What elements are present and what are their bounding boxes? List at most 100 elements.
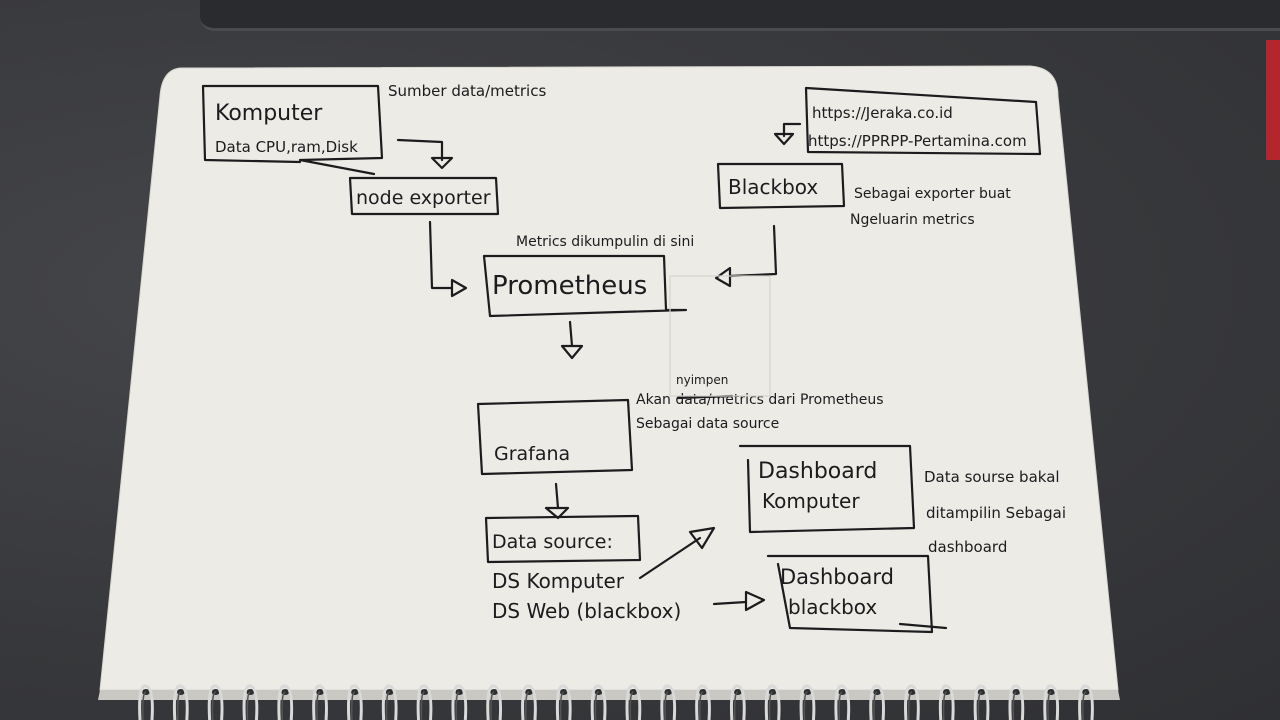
binding-coil	[416, 684, 433, 720]
binding-coil	[729, 684, 746, 720]
arrow-prometheus-grafana	[568, 320, 574, 348]
arrow-blackbox-prometheus	[728, 224, 778, 278]
paper-sheet	[99, 65, 1119, 691]
binding-coil-shadow	[699, 691, 704, 720]
binding-coil	[521, 684, 537, 720]
binding-coil-shadow	[455, 691, 460, 720]
binding-coil	[1008, 684, 1025, 720]
blackbox-label: Blackbox	[728, 175, 818, 199]
binding-coil	[486, 684, 503, 720]
blackbox-node: Blackbox	[716, 162, 846, 210]
binding-coil-shadow	[350, 691, 356, 720]
url-box-node: https://Jeraka.co.id https://PPRPP-Perta…	[804, 86, 1042, 156]
komputer-box	[201, 84, 384, 176]
dashboard-blackbox-node: Dashboard blackbox	[766, 554, 948, 634]
binding-coil-shadow	[246, 691, 251, 720]
binding-coil	[938, 684, 955, 720]
komputer-node: Komputer Data CPU,ram,Disk	[201, 84, 384, 176]
arrowhead-grafana	[560, 344, 584, 360]
binding-coil	[1043, 684, 1060, 720]
binding-coil	[764, 684, 781, 720]
url-box	[804, 86, 1042, 156]
node-exporter-node: node exporter	[348, 176, 500, 216]
binding-coil	[625, 684, 642, 720]
binding-coil	[312, 684, 328, 720]
arrowhead-blackbox	[773, 132, 795, 146]
ds-komputer-item: DS Komputer	[492, 569, 625, 593]
blackbox-note-2: Ngeluarin metrics	[850, 212, 975, 228]
arrowhead-dashboard-blackbox	[744, 590, 766, 612]
data-source-box	[484, 514, 642, 564]
binding-coil	[277, 684, 294, 720]
binding-coil-shadow	[977, 691, 982, 720]
spiral-binding	[138, 684, 1094, 720]
dashboard-note-1: Data sourse bakal	[924, 468, 1060, 486]
arrow-grafana-datasource	[554, 482, 560, 510]
ds-web-item: DS Web (blackbox)	[492, 599, 681, 623]
grafana-node: Grafana	[476, 398, 634, 476]
dashboard-komputer-line1: Dashboard	[758, 459, 877, 484]
binding-coil	[660, 684, 677, 720]
dashboard-komputer-line2: Komputer	[762, 489, 860, 513]
dashboard-blackbox-box	[766, 554, 934, 634]
komputer-detail: Data CPU,ram,Disk	[215, 138, 358, 156]
data-source-label: Data source:	[492, 531, 613, 553]
komputer-title: Komputer	[215, 101, 323, 126]
binding-coil	[799, 684, 816, 720]
prometheus-label: Prometheus	[492, 271, 647, 301]
laptop-edge	[200, 0, 1280, 31]
url-2: https://PPRPP-Pertamina.com	[808, 132, 1027, 150]
grafana-note-top: nyimpen	[676, 373, 728, 387]
binding-coil-shadow	[1012, 691, 1017, 720]
dashboard-note-3: dashboard	[928, 538, 1007, 556]
arrow-komputer-node-exporter	[396, 138, 444, 162]
binding-coil	[973, 684, 990, 720]
data-source-node: Data source:	[484, 514, 642, 564]
binding-coil-shadow	[211, 691, 216, 720]
binding-coil-shadow	[664, 691, 669, 720]
binding-coil	[904, 684, 920, 720]
dashboard-blackbox-line1: Dashboard	[780, 565, 894, 589]
metrics-annotation: Metrics dikumpulin di sini	[516, 234, 694, 250]
binding-coil	[834, 684, 851, 720]
arrowhead-node-exporter	[430, 156, 454, 170]
arrow-ds-komputer-dashboard	[638, 536, 702, 580]
arrowhead-prometheus-right	[714, 266, 732, 288]
binding-coil-shadow	[316, 691, 321, 720]
binding-coil-shadow	[142, 691, 147, 720]
arrowhead-prometheus-left	[450, 278, 468, 298]
arrowhead-dashboard-komputer	[688, 526, 716, 550]
binding-coil	[138, 684, 154, 720]
binding-coil	[590, 684, 607, 720]
grafana-box	[476, 398, 634, 476]
binding-coil	[347, 684, 363, 720]
binding-coil-shadow	[733, 691, 739, 720]
binding-coil	[207, 684, 224, 720]
binding-coil-shadow	[1047, 691, 1052, 720]
binding-coil-shadow	[490, 691, 495, 720]
arrow-url-blackbox	[782, 122, 802, 138]
dashboard-komputer-node: Dashboard Komputer	[738, 444, 916, 534]
binding-coil-shadow	[907, 691, 913, 720]
dashboard-blackbox-overstroke	[898, 622, 948, 630]
grafana-note-1: Akan data/metrics dari Prometheus	[636, 392, 884, 408]
binding-coil	[695, 684, 711, 720]
prometheus-box	[482, 254, 688, 318]
arrow-node-exporter-prometheus	[428, 220, 454, 290]
binding-coil	[555, 684, 572, 720]
binding-coil-shadow	[559, 691, 565, 720]
binding-coil-shadow	[942, 691, 948, 720]
red-object	[1266, 40, 1280, 160]
binding-coil-shadow	[1082, 691, 1087, 720]
binding-coil-shadow	[420, 691, 425, 720]
dashboard-blackbox-line2: blackbox	[788, 595, 877, 619]
blackbox-note-1: Sebagai exporter buat	[854, 186, 1011, 202]
blackbox-box	[716, 162, 846, 210]
node-exporter-box	[348, 176, 500, 216]
arrowhead-datasource	[544, 506, 570, 520]
arrow-ds-web-dashboard	[712, 600, 748, 606]
binding-coil-shadow	[281, 691, 286, 720]
prometheus-node: Prometheus	[482, 254, 688, 318]
binding-coil	[1078, 684, 1094, 720]
